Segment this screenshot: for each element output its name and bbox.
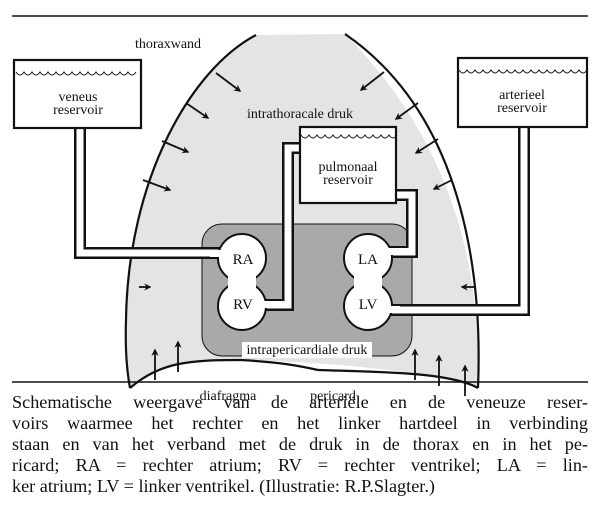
label-pericard: pericard <box>310 389 356 404</box>
label-veneus: veneus <box>59 90 98 105</box>
thorax-wall-right <box>344 33 480 389</box>
right-heart <box>217 233 267 331</box>
venous-reservoir <box>12 58 143 130</box>
arrow-icon <box>414 138 439 154</box>
arrow-icon <box>432 179 453 190</box>
label-pulmonaal: pulmonaal <box>318 160 377 175</box>
label-arterieel-reservoir: reservoir <box>497 101 547 116</box>
caption-line: ricard; RA = rechter atrium; RV = rechte… <box>12 455 588 475</box>
label-diafragma: diafragma <box>200 389 258 404</box>
label-intrapericardiale-druk: intrapericardiale druk <box>247 343 368 358</box>
label-rv: RV <box>233 297 253 313</box>
arrow-icon <box>161 140 190 154</box>
left-heart <box>343 233 393 331</box>
arrow-icon <box>215 72 242 92</box>
caption-line: voirs waarmee het rechter en het linker … <box>12 413 588 433</box>
thorax-wall-left <box>124 34 257 389</box>
caption-line: ker atrium; LV = linker ventrikel. (Illu… <box>12 476 435 496</box>
label-intrathoracale-druk: intrathoracale druk <box>247 107 353 122</box>
label-thoraxwand: thoraxwand <box>135 37 201 52</box>
label-veneus-reservoir: reservoir <box>53 103 103 118</box>
label-ra: RA <box>233 252 254 268</box>
arrow-icon <box>185 102 210 119</box>
caption-line: Schematische weergave van de arteriële e… <box>12 392 588 412</box>
arrow-icon <box>394 102 419 120</box>
label-pulmonaal-reservoir: reservoir <box>323 173 373 188</box>
label-la: LA <box>358 252 378 268</box>
arrow-icon <box>142 179 172 192</box>
diaphragm-right <box>317 368 479 389</box>
arterial-reservoir <box>456 56 589 129</box>
pericard-line <box>239 358 319 372</box>
label-lv: LV <box>359 297 378 313</box>
figure-caption: Schematische weergave van de arteriële e… <box>12 392 588 497</box>
caption-line: staan en van het verband met de druk in … <box>12 434 588 454</box>
pulmonary-reservoir <box>298 125 398 205</box>
label-arterieel: arterieel <box>499 88 545 103</box>
pressure-arrows <box>139 71 474 396</box>
arrow-icon <box>359 71 385 91</box>
